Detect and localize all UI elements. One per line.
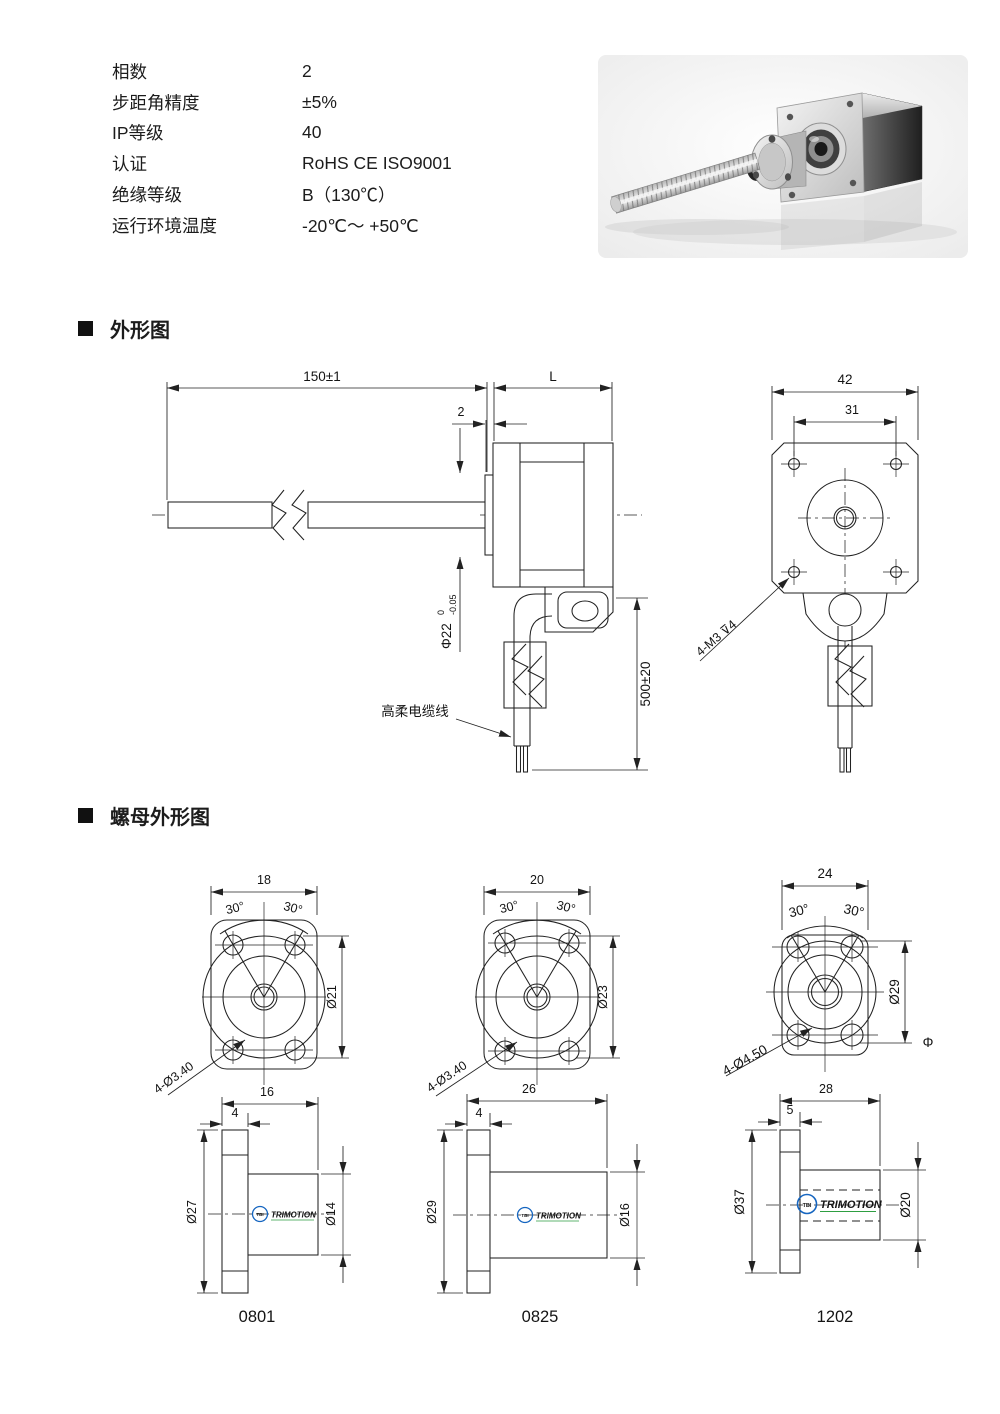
nut-front-view-0825: 30° 30° 20 Ø23 4-Ø3.40	[424, 873, 620, 1097]
brand-name: TRIMOTION	[820, 1199, 883, 1211]
dim-body-dia: Ø16	[618, 1203, 632, 1227]
dim-width: 24	[817, 866, 833, 881]
dim-dia: Ø21	[325, 985, 339, 1009]
spec-value: 2	[302, 60, 312, 81]
outline-dimensions: 150±1 L 2 Φ22 0 -0.05	[166, 369, 653, 771]
dim-flange-dia: Ø27	[185, 1200, 199, 1224]
spec-value: 40	[302, 122, 322, 143]
brand-abbr: TBI	[256, 1212, 263, 1217]
spec-row: 运行环境温度 -20℃～ +50℃	[112, 210, 542, 241]
break-symbol	[511, 643, 529, 696]
holes-note: 4-Ø4.50	[720, 1042, 770, 1079]
angle-label: 30°	[787, 901, 810, 920]
brand-name: TRIMOTION	[536, 1212, 581, 1221]
spec-row: 绝缘等级 B（130℃）	[112, 179, 542, 210]
nut-side-view-0825: 26 4 Ø29 Ø16 TBI TRIMOTION	[425, 1082, 645, 1326]
dim-flange-dia: Ø37	[732, 1189, 747, 1215]
break-symbol	[291, 489, 307, 541]
dim-width: 18	[257, 873, 271, 887]
spec-label: 步距角精度	[112, 92, 200, 113]
dim-body-dia: Ø20	[898, 1192, 913, 1218]
spec-label: 运行环境温度	[112, 215, 217, 236]
tap-note: 4-M3 ⊽4	[693, 617, 739, 659]
angle-label: 30°	[498, 898, 520, 916]
stray-dia-symbol: Φ	[923, 1035, 934, 1050]
brand-logo: TBI TRIMOTION	[251, 1205, 316, 1223]
spec-row: 相数 2	[112, 56, 542, 87]
angle-label: 30°	[282, 899, 304, 917]
motor-photo-body	[776, 92, 923, 203]
dim-hole-spacing: 31	[845, 403, 859, 417]
dim-length: 28	[819, 1082, 833, 1096]
brand-abbr: TBI	[521, 1213, 528, 1218]
spec-row: IP等级 40	[112, 118, 542, 149]
nut-front-view-0801: 30° 30° 18 Ø21 4-Ø3.40	[151, 873, 349, 1096]
lead-screw-photo	[610, 152, 761, 214]
dim-cable-length: 500±20	[638, 662, 653, 707]
nut-side-view-0801: 16 4 Ø27 Ø14 TBI TRIMOTION	[185, 1085, 351, 1326]
section-heading-outline: 外形图	[78, 314, 170, 343]
holes-note: 4-Ø3.40	[424, 1058, 469, 1095]
angle-label: 30°	[842, 901, 865, 920]
dim-boss-thickness: 2	[458, 405, 465, 419]
dim-front-width: 42	[837, 372, 852, 387]
brand-logo: TBI TRIMOTION	[516, 1206, 581, 1224]
brand-abbr: TBI	[803, 1203, 812, 1209]
spec-value: -20℃～ +50℃	[302, 215, 419, 236]
section-bullet-icon	[78, 808, 93, 823]
nut-side-view-1202: 28 5 Ø37 Ø20 TBI TRIMOTION	[732, 1082, 926, 1326]
brand-name: TRIMOTION	[271, 1211, 316, 1220]
outline-drawing: 150±1 L 2 Φ22 0 -0.05	[152, 369, 919, 773]
dim-dia: Ø29	[887, 979, 902, 1005]
dim-flange-thickness: 4	[232, 1106, 239, 1120]
break-symbol	[849, 655, 867, 708]
angle-label: 30°	[224, 899, 246, 917]
dim-dia: Ø23	[596, 985, 610, 1009]
spec-value: B（130℃）	[302, 185, 396, 206]
nut-model-label: 1202	[817, 1308, 854, 1326]
spec-label: 绝缘等级	[112, 185, 182, 206]
dim-width: 20	[530, 873, 544, 887]
break-symbol	[527, 655, 545, 708]
dim-flange-thickness: 4	[476, 1106, 483, 1120]
angle-label: 30°	[555, 898, 577, 916]
nut-model-label: 0825	[522, 1308, 559, 1326]
break-symbol	[834, 643, 852, 696]
dim-length: 26	[522, 1082, 536, 1096]
spec-label: 认证	[112, 154, 147, 175]
dim-body-dia: Ø14	[324, 1202, 338, 1226]
dim-boss-tol-top: 0	[436, 610, 446, 615]
spec-row: 认证 RoHS CE ISO9001	[112, 148, 542, 179]
nut-model-label: 0801	[239, 1308, 276, 1326]
dim-boss-dia: Φ22	[439, 623, 454, 649]
dim-flange-dia: Ø29	[425, 1200, 439, 1224]
dim-motor-length: L	[549, 369, 557, 384]
motor-side-view	[152, 442, 642, 773]
section-title: 外形图	[110, 320, 170, 342]
section-title: 螺母外形图	[110, 807, 210, 829]
dim-length: 16	[260, 1085, 274, 1099]
spec-label: 相数	[112, 61, 147, 82]
motor-front-view: 42 31 4-M3 ⊽4	[693, 372, 919, 773]
nut-front-view-1202: 30° 30° 24 Ø29 4-Ø4.50 Φ	[720, 866, 934, 1078]
dim-flange-thickness: 5	[787, 1103, 794, 1117]
section-heading-nut: 螺母外形图	[78, 801, 210, 830]
dim-boss-tol-bottom: -0.05	[448, 594, 458, 615]
spec-label: IP等级	[112, 123, 164, 144]
spec-value: ±5%	[302, 91, 337, 112]
spec-row: 步距角精度 ±5%	[112, 87, 542, 118]
brand-logo: TBI TRIMOTION	[796, 1193, 883, 1215]
spec-table: 相数 2 步距角精度 ±5% IP等级 40 认证 RoHS CE ISO900…	[112, 56, 542, 241]
break-symbol	[271, 489, 287, 541]
nut-drawings: 30° 30° 18 Ø21 4-Ø3.40	[151, 866, 933, 1326]
product-photo	[598, 55, 968, 258]
section-bullet-icon	[78, 321, 93, 336]
spec-value: RoHS CE ISO9001	[302, 153, 452, 174]
cable-label: 高柔电缆线	[381, 703, 449, 719]
dim-screw-length: 150±1	[303, 369, 340, 384]
